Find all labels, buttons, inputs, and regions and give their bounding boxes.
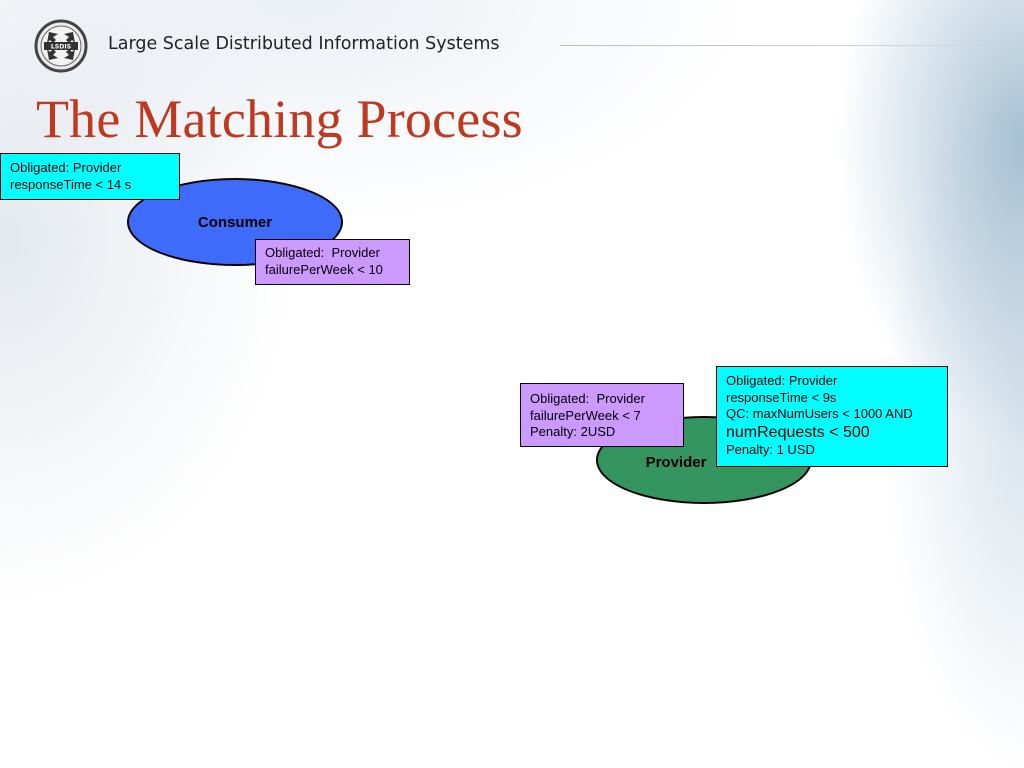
obligation-line: Penalty: 2USD (530, 424, 616, 439)
header-org-title: Large Scale Distributed Information Syst… (108, 34, 500, 54)
obligation-line: responseTime < 9s (726, 389, 837, 405)
slide-title: The Matching Process (36, 89, 523, 149)
obligation-line: Obligated: Provider (726, 373, 838, 388)
obligation-line: Obligated: Provider (10, 160, 122, 175)
obligation-line: QC: maxNumUsers < 1000 AND (726, 406, 913, 421)
provider-obligation-response-time: Obligated: Provider responseTime < 9s QC… (716, 366, 948, 467)
provider-obligation-failure-rate: Obligated: Provider failurePerWeek < 7 P… (520, 383, 684, 447)
obligation-line: numRequests < 500 (726, 423, 870, 441)
consumer-label: Consumer (197, 213, 273, 231)
provider-label: Provider (645, 453, 707, 471)
obligation-line: Obligated: Provider (265, 245, 380, 260)
obligation-line: failurePerWeek < 10 (265, 261, 383, 277)
obligation-line: Penalty: 1 USD (726, 441, 815, 457)
logo-text: LSDIS (51, 44, 71, 51)
obligation-line: Obligated: Provider (530, 391, 645, 406)
header-divider (560, 45, 1024, 46)
lsdis-logo: LSDIS (34, 19, 88, 73)
obligation-line: failurePerWeek < 7 (530, 407, 641, 423)
consumer-obligation-response-time: Obligated: Provider responseTime < 14 s (0, 153, 180, 200)
consumer-obligation-failure-rate: Obligated: Provider failurePerWeek < 10 (255, 239, 410, 285)
obligation-line: responseTime < 14 s (10, 176, 132, 192)
